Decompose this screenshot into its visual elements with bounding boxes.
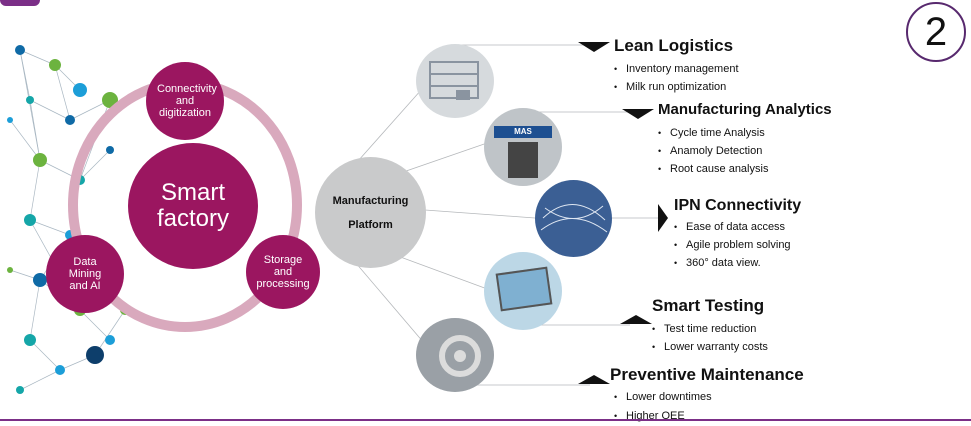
smart-factory-title: Smart factory bbox=[156, 179, 230, 232]
top-accent-bar bbox=[0, 0, 40, 6]
smart-testing-arrow bbox=[620, 315, 652, 324]
gear-icon bbox=[439, 335, 481, 377]
smart-factory-circle: Smart factory bbox=[128, 143, 258, 269]
manufacturing-platform-circle: Manufacturing Platform bbox=[315, 157, 426, 268]
bottom-divider bbox=[0, 419, 971, 421]
manufacturing-analytics-arrow bbox=[622, 109, 654, 119]
list-item: Lower downtimes bbox=[614, 388, 712, 407]
ipn-connectivity-list: Ease of data access Agile problem solvin… bbox=[674, 218, 791, 272]
list-item: Milk run optimization bbox=[614, 78, 739, 96]
preventive-maintenance-heading: Preventive Maintenance bbox=[610, 365, 804, 384]
mas-logo: MAS bbox=[494, 126, 552, 138]
list-item: Higher OEE bbox=[614, 407, 712, 426]
list-item: Test time reduction bbox=[652, 320, 768, 338]
lean-logistics-image bbox=[416, 44, 494, 118]
manufacturing-analytics-list: Cycle time Analysis Anamoly Detection Ro… bbox=[658, 124, 768, 178]
list-item: Root cause analysis bbox=[658, 160, 768, 178]
list-item: Anamoly Detection bbox=[658, 142, 768, 160]
list-item: Lower warranty costs bbox=[652, 338, 768, 356]
ipn-connectivity-image bbox=[535, 180, 612, 257]
list-item: Agile problem solving bbox=[674, 236, 791, 254]
lean-logistics-arrow bbox=[578, 42, 610, 52]
preventive-maintenance-arrow bbox=[578, 375, 610, 384]
globe-network-icon bbox=[540, 204, 608, 233]
smart-testing-list: Test time reduction Lower warranty costs bbox=[652, 320, 768, 356]
lean-logistics-list: Inventory management Milk run optimizati… bbox=[614, 60, 739, 96]
data-mining-label: Data Mining and AI bbox=[68, 256, 102, 292]
ipn-connectivity-heading: IPN Connectivity bbox=[674, 197, 802, 214]
platform-line1: Manufacturing bbox=[332, 194, 409, 207]
list-item: Inventory management bbox=[614, 60, 739, 78]
connectivity-label: Connectivity and digitization bbox=[157, 83, 217, 119]
connectivity-node: Connectivity and digitization bbox=[146, 62, 224, 140]
data-mining-node: Data Mining and AI bbox=[46, 235, 124, 313]
ipn-connectivity-arrow bbox=[658, 204, 668, 232]
storage-label: Storage and processing bbox=[256, 254, 310, 290]
preventive-maintenance-image bbox=[416, 318, 494, 392]
manufacturing-analytics-image: MAS bbox=[484, 108, 562, 186]
manufacturing-analytics-heading: Manufacturing Analytics bbox=[658, 101, 832, 118]
list-item: 360° data view. bbox=[674, 254, 791, 272]
list-item: Cycle time Analysis bbox=[658, 124, 768, 142]
warehouse-icon bbox=[429, 61, 479, 100]
platform-line2: Platform bbox=[348, 218, 393, 231]
smart-testing-image bbox=[484, 252, 562, 330]
lean-logistics-heading: Lean Logistics bbox=[614, 36, 734, 55]
list-item: Ease of data access bbox=[674, 218, 791, 236]
storage-node: Storage and processing bbox=[246, 235, 320, 309]
smart-testing-heading: Smart Testing bbox=[652, 296, 765, 315]
slide-number-badge: 2 bbox=[906, 2, 966, 62]
